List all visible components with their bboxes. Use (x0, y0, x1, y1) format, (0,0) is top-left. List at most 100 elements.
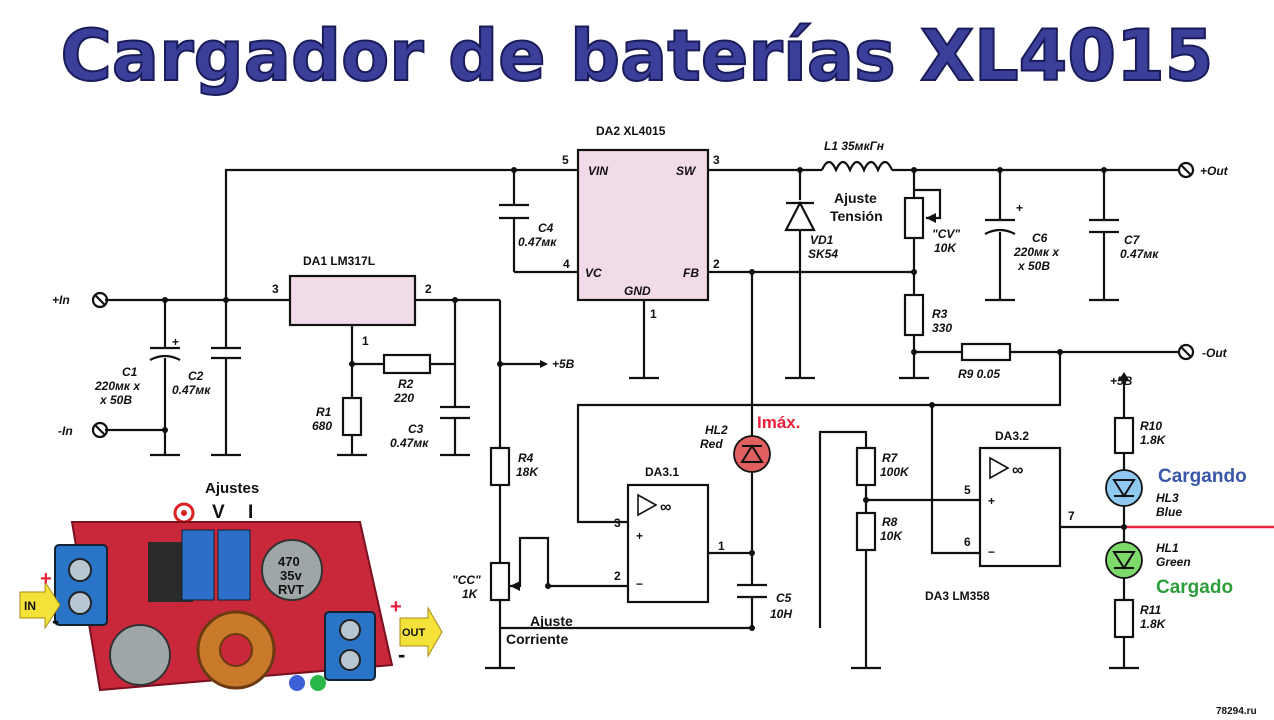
svg-text:680: 680 (312, 419, 332, 433)
page-title: Cargador de baterías XL4015 (61, 15, 1214, 97)
svg-text:+: + (390, 596, 402, 618)
capacitor-c4: C4 0.47мк (499, 203, 557, 249)
board-in-label: IN (24, 599, 36, 613)
svg-text:18K: 18K (516, 465, 539, 479)
resistor-r1: R1 680 (312, 396, 363, 437)
svg-text:10K: 10K (934, 241, 957, 255)
label-in-pos: +In (52, 293, 70, 307)
svg-text:R3: R3 (932, 307, 948, 321)
svg-text:HL2: HL2 (705, 423, 728, 437)
pin-vc: VC (585, 266, 602, 280)
svg-text:V: V (212, 502, 225, 523)
svg-text:−: − (636, 577, 643, 591)
label-c1: C1 (122, 365, 138, 379)
resistor-r2: R2 220 (382, 353, 432, 405)
board-out-label: OUT (402, 627, 426, 639)
svg-text:35v: 35v (280, 568, 302, 583)
junctions (162, 167, 1127, 631)
svg-text:Green: Green (1156, 555, 1191, 569)
svg-text:3: 3 (272, 282, 279, 296)
svg-text:Red: Red (700, 437, 723, 451)
opamp-da3-2: ∞ + − DA3.2 5 6 7 DA3 LM358 (925, 429, 1075, 603)
svg-text:0.47мк: 0.47мк (1120, 247, 1159, 261)
terminal-out-pos (1177, 161, 1195, 179)
svg-text:7: 7 (1068, 509, 1075, 523)
annotation-cargando: Cargando (1158, 466, 1247, 487)
pin-sw: SW (676, 164, 697, 178)
svg-text:+: + (1016, 201, 1023, 215)
svg-text:"CV": "CV" (932, 227, 960, 241)
resistor-r3: R3 330 (903, 293, 952, 337)
svg-text:-: - (398, 642, 405, 667)
ground-symbols (150, 298, 1139, 670)
label-c5: C5 (776, 591, 792, 605)
pin-gnd: GND (624, 284, 651, 298)
svg-text:0.47мк: 0.47мк (518, 235, 557, 249)
svg-text:6: 6 (964, 535, 971, 549)
ic-xl4015-label: DA2 XL4015 (596, 124, 666, 138)
svg-text:3: 3 (614, 516, 621, 530)
led-hl2-red: HL2 Red (700, 423, 771, 473)
ic-lm317: DA1 LM317L 3 2 1 (272, 254, 432, 348)
svg-text:3: 3 (713, 153, 720, 167)
svg-text:10H: 10H (770, 607, 792, 621)
svg-text:R4: R4 (518, 451, 534, 465)
label-l1: L1 35мкГн (824, 139, 885, 153)
svg-text:470: 470 (278, 554, 300, 569)
label-in-neg: -In (58, 424, 73, 438)
watermark: 78294.ru (1216, 706, 1257, 717)
opamp-da3-1: ∞ + − DA3.1 3 2 1 (614, 465, 725, 604)
svg-text:R8: R8 (882, 515, 898, 529)
svg-text:R1: R1 (316, 405, 332, 419)
annotation-imax: Imáx. (757, 413, 800, 432)
resistor-r11: R11 1.8K (1113, 598, 1167, 639)
svg-text:2: 2 (614, 569, 621, 583)
potentiometer-cc: "CC" 1K (452, 561, 520, 602)
svg-text:2: 2 (425, 282, 432, 296)
board-ajustes-label: Ajustes (205, 480, 259, 497)
svg-text:1: 1 (718, 539, 725, 553)
svg-text:0.47мк: 0.47мк (390, 436, 429, 450)
svg-text:SK54: SK54 (808, 247, 838, 261)
wires (105, 160, 1274, 668)
svg-text:+: + (40, 568, 52, 590)
svg-text:∞: ∞ (1012, 462, 1023, 479)
svg-text:R9 0.05: R9 0.05 (958, 367, 1000, 381)
ic-lm358-label: DA3 LM358 (925, 589, 990, 603)
label-c7: C7 (1124, 233, 1141, 247)
svg-text:-: - (52, 608, 59, 633)
potentiometer-cv: "CV" 10K (903, 196, 960, 255)
svg-text:−: − (988, 545, 995, 559)
svg-text:1.8K: 1.8K (1140, 433, 1167, 447)
svg-text:Blue: Blue (1156, 505, 1182, 519)
svg-text:R10: R10 (1140, 419, 1162, 433)
label-5v-led: +5B (1110, 374, 1133, 388)
svg-text:10K: 10K (880, 529, 903, 543)
resistor-r4: R4 18K (489, 446, 539, 487)
svg-text:I: I (248, 502, 253, 523)
annotation-cargado: Cargado (1156, 577, 1233, 598)
label-out-neg: -Out (1202, 346, 1228, 360)
svg-text:5: 5 (964, 483, 971, 497)
svg-text:HL1: HL1 (1156, 541, 1179, 555)
svg-text:x 50B: x 50B (1017, 259, 1050, 273)
pin-fb: FB (683, 266, 699, 280)
diode-vd1: VD1 SK54 (784, 200, 838, 261)
svg-text:1.8K: 1.8K (1140, 617, 1167, 631)
svg-text:VD1: VD1 (810, 233, 834, 247)
svg-text:0.47мк: 0.47мк (172, 383, 211, 397)
annotation-ajuste-corriente-1: Ajuste (530, 613, 573, 629)
label-c3: C3 (408, 422, 424, 436)
svg-text:1: 1 (362, 334, 369, 348)
terminal-in-pos (91, 291, 109, 309)
svg-text:R2: R2 (398, 377, 414, 391)
svg-text:330: 330 (932, 321, 952, 335)
svg-text:+: + (988, 494, 995, 508)
svg-text:220мк x: 220мк x (1013, 245, 1060, 259)
svg-text:2: 2 (713, 257, 720, 271)
label-5v-rail: +5B (552, 357, 575, 371)
svg-text:"CC": "CC" (452, 573, 481, 587)
board-illustration: Ajustes V I 470 35v RVT IN OUT + - + - (19, 480, 443, 692)
annotation-ajuste-tension-1: Ajuste (834, 190, 877, 206)
terminal-out-neg (1177, 343, 1195, 361)
